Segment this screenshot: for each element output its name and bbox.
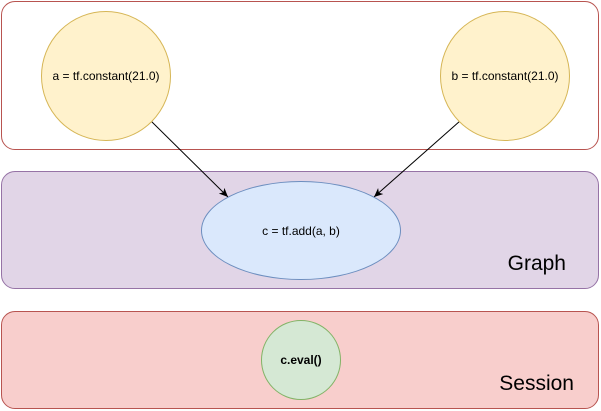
node-constant-a-label: a = tf.constant(21.0) [52,69,160,83]
graph-label: Graph [507,252,566,275]
node-eval-label: c.eval() [280,353,322,367]
session-label: Session [499,372,574,395]
node-constant-b-label: b = tf.constant(21.0) [451,69,559,83]
node-add-c-label: c = tf.add(a, b) [262,223,340,238]
node-eval[interactable]: c.eval() [261,320,341,400]
node-constant-a[interactable]: a = tf.constant(21.0) [41,11,171,141]
node-add-c[interactable]: c = tf.add(a, b) [201,181,401,280]
node-constant-b[interactable]: b = tf.constant(21.0) [440,11,570,141]
